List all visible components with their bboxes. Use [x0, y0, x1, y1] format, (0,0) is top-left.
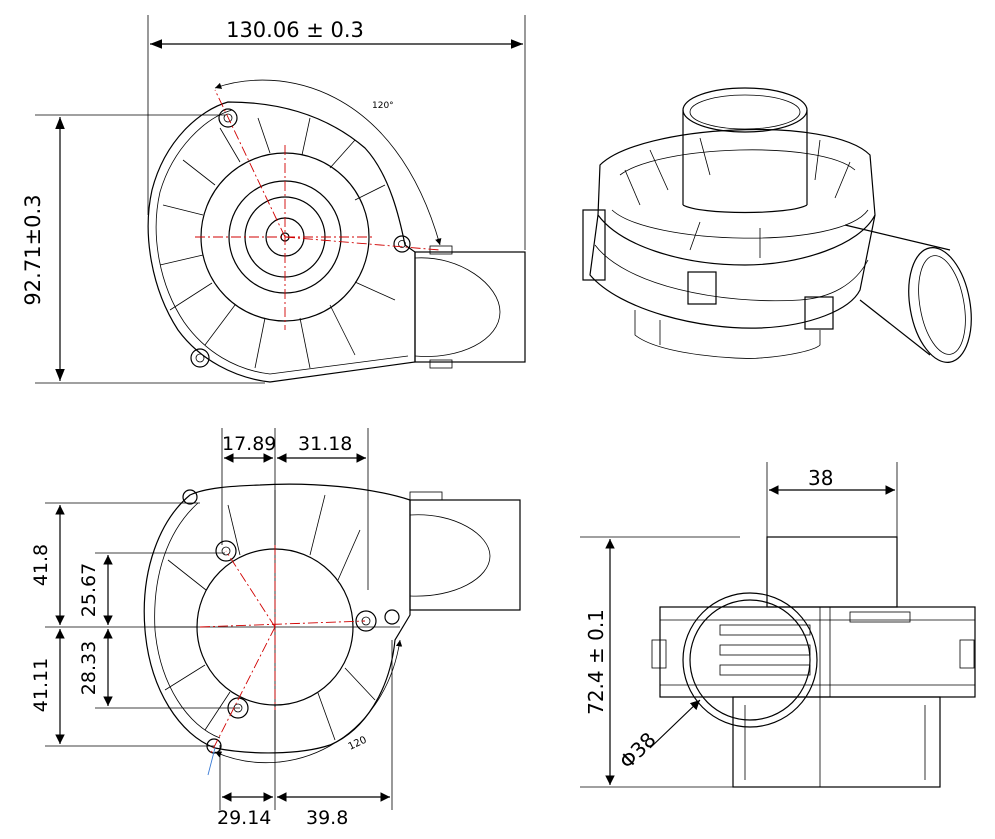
side-height-label: 72.4 ± 0.1	[584, 609, 608, 715]
iso-housing-top	[597, 128, 876, 266]
dim-41-11: 41.11	[30, 658, 52, 712]
bottom-view: 17.89 31.18 41.8 25.67 41.11 28.33 29.14…	[30, 428, 521, 829]
dim-31-18: 31.18	[298, 433, 352, 455]
side-view: 38 72.4 ± 0.1 Φ38	[580, 462, 976, 788]
side-housing	[659, 606, 976, 698]
bottom-housing-outline	[143, 483, 411, 754]
dim-28-33: 28.33	[78, 641, 100, 695]
dim-29-14: 29.14	[217, 807, 271, 829]
bottom-outlet	[409, 499, 521, 611]
top-angle-label: 120°	[372, 101, 394, 111]
side-motor	[732, 696, 941, 788]
top-height-label: 92.71±0.3	[21, 194, 45, 305]
side-outlet-circle	[682, 592, 818, 728]
top-outlet	[414, 251, 526, 363]
side-width-label: 38	[808, 466, 833, 490]
side-inlet	[766, 536, 898, 608]
dim-17-89: 17.89	[222, 433, 276, 455]
dim-25-67: 25.67	[78, 563, 100, 617]
iso-outlet	[844, 224, 951, 251]
side-diameter-label: Φ38	[615, 727, 661, 773]
isometric-view	[582, 87, 972, 363]
top-view: 130.06 ± 0.3 92.71±0.3	[21, 15, 526, 384]
bottom-angle-arc	[214, 639, 403, 764]
top-housing-outline	[147, 101, 416, 383]
dim-39-8: 39.8	[306, 807, 348, 829]
top-width-label: 130.06 ± 0.3	[226, 18, 364, 42]
dim-41-8: 41.8	[30, 544, 52, 586]
top-angle-arc	[214, 79, 442, 246]
bottom-angle-label: 120	[347, 735, 369, 753]
